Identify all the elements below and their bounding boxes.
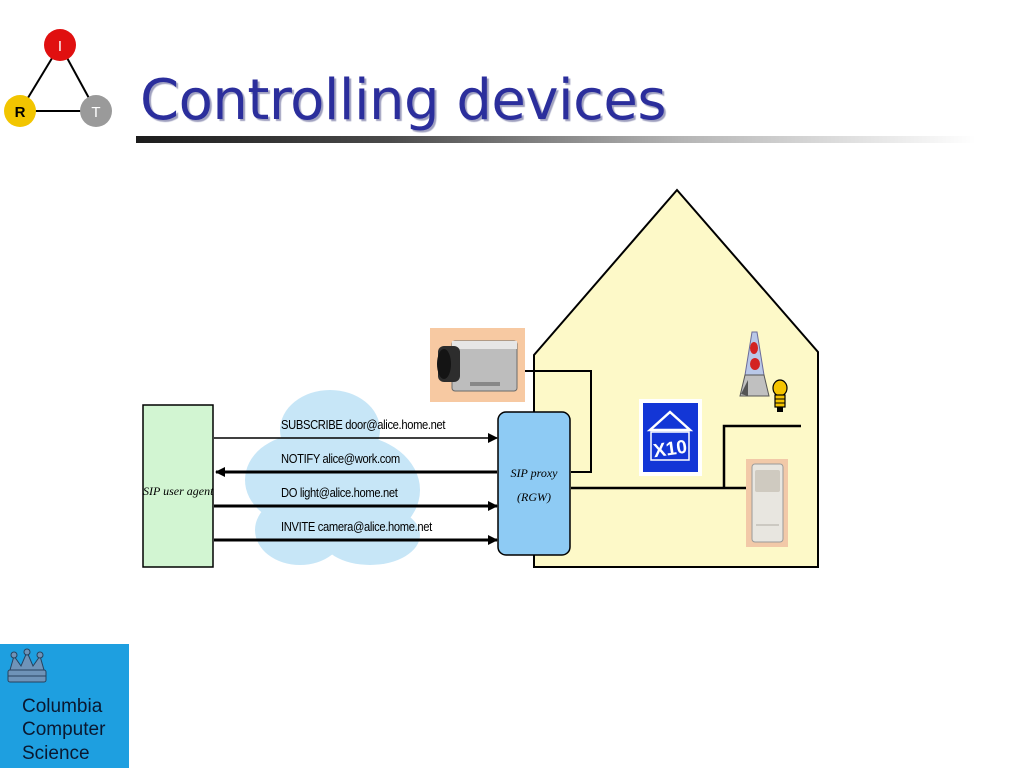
- light-bulb-icon: [772, 379, 788, 412]
- lava-lamp-icon: [739, 331, 770, 397]
- lamp-wire: [722, 424, 801, 488]
- sip-user-agent-label: SIP user agent: [143, 484, 214, 498]
- irt-logo-top-circle: [44, 29, 76, 61]
- message-invite: INVITE camera@alice.home.net: [281, 519, 432, 534]
- camera-icon: [430, 328, 525, 402]
- x10-label: X10: [652, 437, 688, 463]
- camera-wire: [524, 370, 592, 473]
- page-title: Controlling devices: [140, 68, 667, 133]
- columbia-logo: Columbia Computer Science: [0, 644, 129, 768]
- sip-proxy-label-line1: SIP proxy: [510, 466, 558, 480]
- network-cloud: [245, 390, 420, 565]
- irt-logo-left-circle: [4, 95, 36, 127]
- footer-line-columbia: Columbia: [22, 696, 103, 717]
- irt-logo-right-circle: [80, 95, 112, 127]
- title-underline-bar: [136, 136, 976, 143]
- footer-line-computer: Computer: [22, 719, 106, 740]
- irt-logo: I R T: [4, 29, 112, 127]
- sip-user-agent-box: [142, 404, 214, 568]
- motion-sensor-icon: [746, 459, 788, 547]
- irt-logo-letter-i: I: [58, 38, 62, 55]
- footer-line-science: Science: [22, 743, 90, 764]
- message-notify: NOTIFY alice@work.com: [281, 451, 400, 466]
- message-do: DO light@alice.home.net: [281, 485, 398, 500]
- message-subscribe: SUBSCRIBE door@alice.home.net: [281, 417, 446, 432]
- irt-logo-letter-t: T: [91, 104, 100, 121]
- sip-proxy-box: [497, 411, 571, 556]
- irt-logo-letter-r: R: [15, 104, 26, 121]
- sip-proxy-label-line2: (RGW): [517, 490, 551, 504]
- x10-module-icon: X10: [639, 399, 702, 476]
- crown-icon: [7, 648, 47, 683]
